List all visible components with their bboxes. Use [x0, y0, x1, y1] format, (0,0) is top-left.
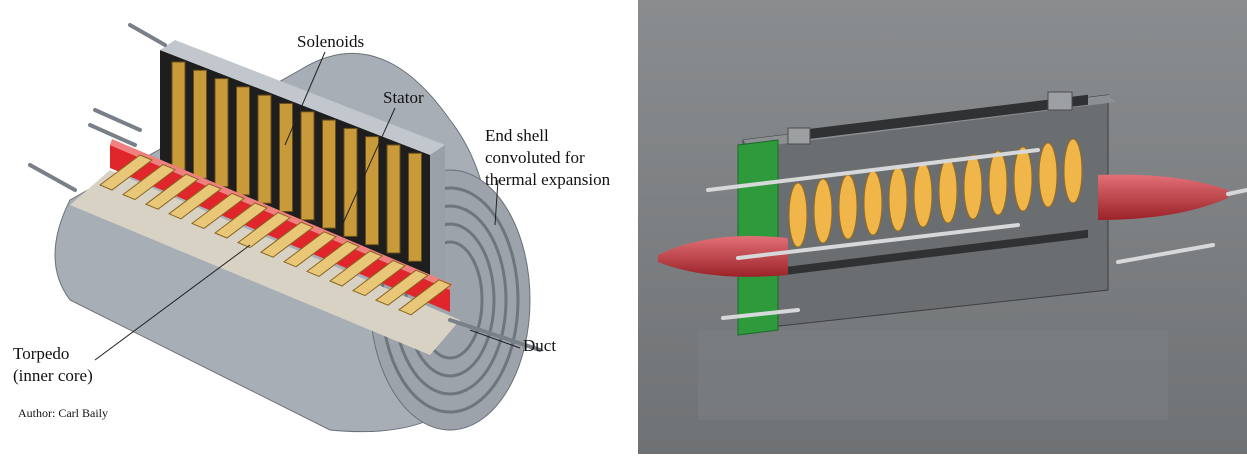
- solenoid-coils-top: [171, 61, 422, 262]
- coil-top: [408, 152, 422, 262]
- coil-top: [300, 111, 315, 221]
- coil-bottom: [352, 260, 406, 297]
- coil-bottom: [168, 183, 222, 220]
- label-solenoids: Solenoids: [297, 32, 365, 51]
- coil-bottom: [122, 164, 176, 201]
- coil-bottom: [260, 221, 314, 258]
- fin: [888, 166, 908, 232]
- coil-bottom: [214, 202, 268, 239]
- rods: [28, 23, 542, 352]
- coil-top: [214, 78, 229, 188]
- author-credit: Author: Carl Baily: [18, 406, 108, 420]
- coil-top: [171, 61, 186, 171]
- fin: [1038, 142, 1058, 208]
- coil-bottom: [306, 240, 360, 277]
- label-end-shell-line1: End shell: [485, 126, 549, 145]
- red-core: [110, 145, 450, 312]
- cutaway-illustration: [28, 23, 542, 433]
- fin: [813, 178, 833, 244]
- label-end-shell-line2: convoluted for: [485, 148, 585, 167]
- coil-top: [365, 136, 379, 246]
- fin: [913, 162, 933, 228]
- render-illustration: [638, 0, 1247, 454]
- label-torpedo-line1: Torpedo: [13, 344, 70, 363]
- coil-top: [279, 103, 293, 212]
- fin: [988, 150, 1008, 216]
- lower-cutaway: [70, 170, 460, 355]
- render-rods: [706, 148, 1247, 320]
- coil-top: [322, 119, 336, 229]
- coil-bottom: [237, 212, 291, 249]
- coil-bottom: [145, 173, 199, 210]
- leader-lines: [94, 51, 521, 361]
- coil-top: [236, 86, 250, 196]
- label-end-shell-line3: thermal expansion: [485, 170, 611, 189]
- coil-top: [386, 144, 401, 254]
- reflection: [698, 330, 1168, 420]
- coil-bottom: [398, 279, 452, 316]
- label-stator: Stator: [383, 88, 424, 107]
- fin: [838, 174, 858, 240]
- fin: [938, 158, 958, 224]
- fin: [963, 154, 983, 220]
- fin: [1063, 138, 1083, 204]
- coil-bottom: [283, 231, 337, 268]
- housing-slots: [788, 94, 1088, 275]
- fin: [863, 170, 883, 236]
- coil-top: [343, 127, 358, 237]
- fin: [1013, 146, 1033, 212]
- render-image: [638, 0, 1247, 454]
- red-nose-right: [1098, 174, 1228, 220]
- coil-bottom: [99, 154, 153, 191]
- cutaway-diagram: Solenoids Stator End shell convoluted fo…: [13, 23, 611, 433]
- fin: [788, 182, 808, 248]
- red-nose-left: [658, 236, 788, 277]
- coil-bottom: [191, 192, 245, 229]
- label-duct: Duct: [523, 336, 557, 355]
- coil-bottom: [375, 269, 429, 306]
- coil-bottom: [329, 250, 383, 287]
- solenoid-coils-bottom: [99, 154, 452, 316]
- coil-fins: [788, 138, 1083, 248]
- coil-top: [193, 69, 207, 179]
- coil-top: [257, 94, 272, 204]
- lifting-lugs: [787, 91, 1073, 145]
- label-torpedo-line2: (inner core): [13, 366, 93, 385]
